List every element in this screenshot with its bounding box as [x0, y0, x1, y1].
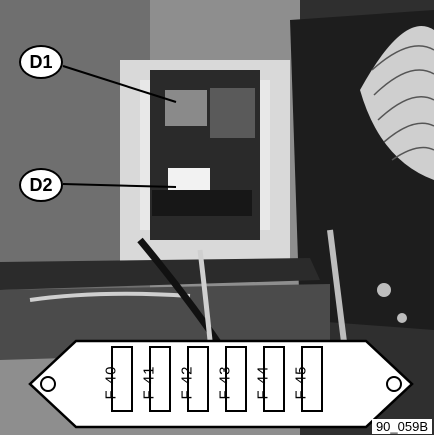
- fuse-f41: [149, 346, 171, 412]
- callout-d2-label: D2: [29, 174, 53, 195]
- fuse-f42: [187, 346, 209, 412]
- fuse-f45: [301, 346, 323, 412]
- fuse-f43-label: F 43: [216, 365, 234, 400]
- fuse-f44-label: F 44: [254, 365, 272, 400]
- figure-id: 90_059B: [371, 419, 432, 434]
- callout-d1: D1: [19, 45, 63, 79]
- callout-d1-label: D1: [29, 51, 53, 72]
- fuse-f44: [263, 346, 285, 412]
- fuse-f40: [111, 346, 133, 412]
- fuse-f42-label: F 42: [178, 365, 196, 400]
- fuse-f40-label: F 40: [102, 365, 120, 400]
- fuse-f45-label: F 45: [292, 365, 310, 400]
- callout-d2: D2: [19, 168, 63, 202]
- fuse-f43: [225, 346, 247, 412]
- fuse-f41-label: F 41: [140, 365, 158, 400]
